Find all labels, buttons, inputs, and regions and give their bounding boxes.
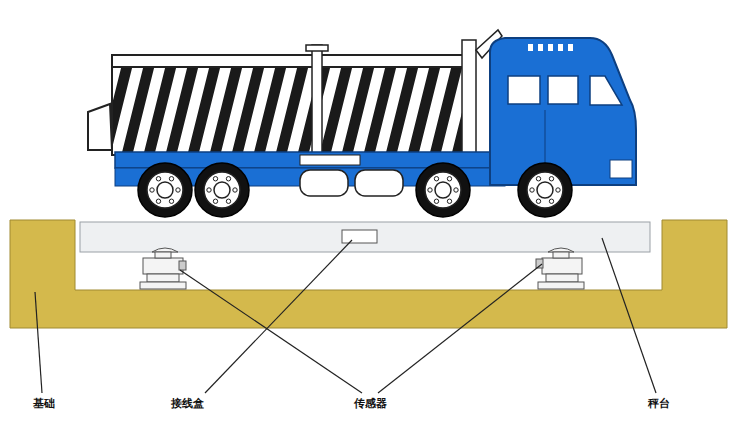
wheel-bolt bbox=[447, 199, 451, 203]
truck-wheels bbox=[138, 163, 572, 217]
wheel-bolt bbox=[454, 188, 458, 192]
part-label: 秤台 bbox=[648, 397, 670, 410]
foundation bbox=[10, 220, 727, 328]
wheel-part bbox=[195, 163, 249, 217]
wheel-bolt bbox=[549, 177, 553, 181]
wheel-bolt bbox=[233, 188, 237, 192]
wheel-bolt bbox=[549, 199, 553, 203]
wheel-part bbox=[537, 182, 553, 198]
load-sensor bbox=[536, 248, 584, 289]
wheel-bolt bbox=[156, 177, 160, 181]
wheel-part bbox=[416, 163, 470, 217]
wheel-part bbox=[527, 172, 563, 208]
wheel-bolt bbox=[226, 199, 230, 203]
wheel-part bbox=[138, 163, 192, 217]
part-label: 接线盒 bbox=[171, 397, 204, 410]
wheel-bolt bbox=[213, 199, 217, 203]
leader-lines bbox=[35, 238, 656, 393]
wheel-bolt bbox=[434, 177, 438, 181]
wheel-bolt bbox=[536, 199, 540, 203]
wheel-bolt bbox=[169, 177, 173, 181]
wheel-part bbox=[204, 172, 240, 208]
wheel-part bbox=[425, 172, 461, 208]
wheel-bolt bbox=[428, 188, 432, 192]
wheel-bolt bbox=[530, 188, 534, 192]
weigh-platform bbox=[80, 222, 650, 252]
wheel-bolt bbox=[556, 188, 560, 192]
part-label: 传感器 bbox=[354, 397, 387, 410]
wheel-bolt bbox=[536, 177, 540, 181]
wheel-bolt bbox=[169, 199, 173, 203]
wheel-part bbox=[214, 182, 230, 198]
wheel-bolt bbox=[226, 177, 230, 181]
wheel-bolt bbox=[150, 188, 154, 192]
wheel-bolt bbox=[156, 199, 160, 203]
wheel-bolt bbox=[213, 177, 217, 181]
junction-box bbox=[342, 230, 377, 243]
wheel-bolt bbox=[447, 177, 451, 181]
wheel-part bbox=[435, 182, 451, 198]
wheel-bolt bbox=[207, 188, 211, 192]
load-sensor bbox=[140, 248, 186, 289]
wheel-bolt bbox=[434, 199, 438, 203]
wheel-part bbox=[518, 163, 572, 217]
wheel-bolt bbox=[176, 188, 180, 192]
wheel-part bbox=[147, 172, 183, 208]
wheel-part bbox=[157, 182, 173, 198]
part-label: 基础 bbox=[33, 397, 55, 410]
